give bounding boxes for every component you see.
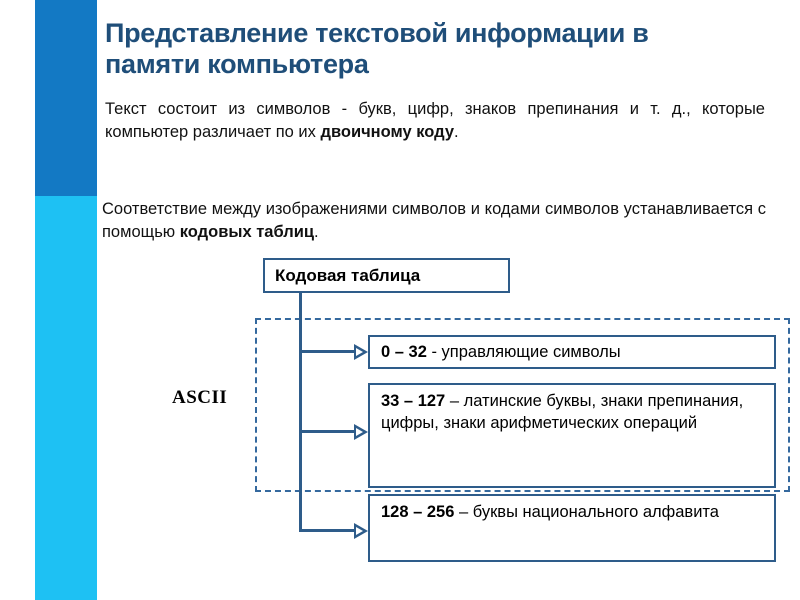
range-box-control-characters: 0 – 32 - управляющие символы: [368, 335, 776, 369]
paragraph-two-bold: кодовых таблиц: [179, 223, 315, 242]
range-value-2: 33 – 127: [381, 392, 446, 410]
connector-branch-1: [299, 350, 355, 353]
side-bar-top-segment: [35, 0, 97, 196]
range-description-1: - управляющие символы: [426, 342, 621, 361]
arrow-head-inner-1: [356, 347, 363, 356]
paragraph-one-bold: двоичному коду: [320, 123, 454, 142]
page-title: Представление текстовой информации в пам…: [105, 18, 649, 80]
paragraph-two: Соответствие между изображениями символо…: [102, 198, 766, 245]
connector-branch-2: [299, 430, 355, 433]
ascii-group-outline: [255, 318, 790, 492]
paragraph-two-lead: Соответствие между изображениями символо…: [102, 200, 766, 242]
paragraph-one: Текст состоит из символов - букв, цифр, …: [105, 98, 765, 145]
range-box-national-alphabet: 128 – 256 – буквы национального алфавита: [368, 494, 776, 562]
code-table-root-box: Кодовая таблица: [263, 258, 510, 293]
range-box-latin-characters: 33 – 127 – латинские буквы, знаки препин…: [368, 383, 776, 488]
paragraph-two-tail: .: [314, 223, 319, 242]
paragraph-one-lead: Текст состоит из символов - букв, цифр, …: [105, 100, 765, 142]
decorative-side-bar: [35, 0, 97, 600]
range-value-1: 0 – 32: [381, 342, 427, 361]
range-description-2: – латинские буквы, знаки препинания, циф…: [381, 392, 744, 433]
side-bar-bottom-segment: [35, 196, 97, 600]
ascii-group-label: ASCII: [172, 387, 228, 408]
range-description-3: – буквы национального алфавита: [454, 503, 719, 521]
code-table-root-label: Кодовая таблица: [275, 265, 421, 285]
arrow-head-inner-2: [356, 427, 363, 436]
arrow-head-inner-3: [356, 526, 363, 535]
range-value-3: 128 – 256: [381, 503, 455, 521]
connector-trunk-vertical: [299, 292, 302, 532]
connector-branch-3: [299, 529, 355, 532]
paragraph-one-tail: .: [454, 123, 459, 142]
